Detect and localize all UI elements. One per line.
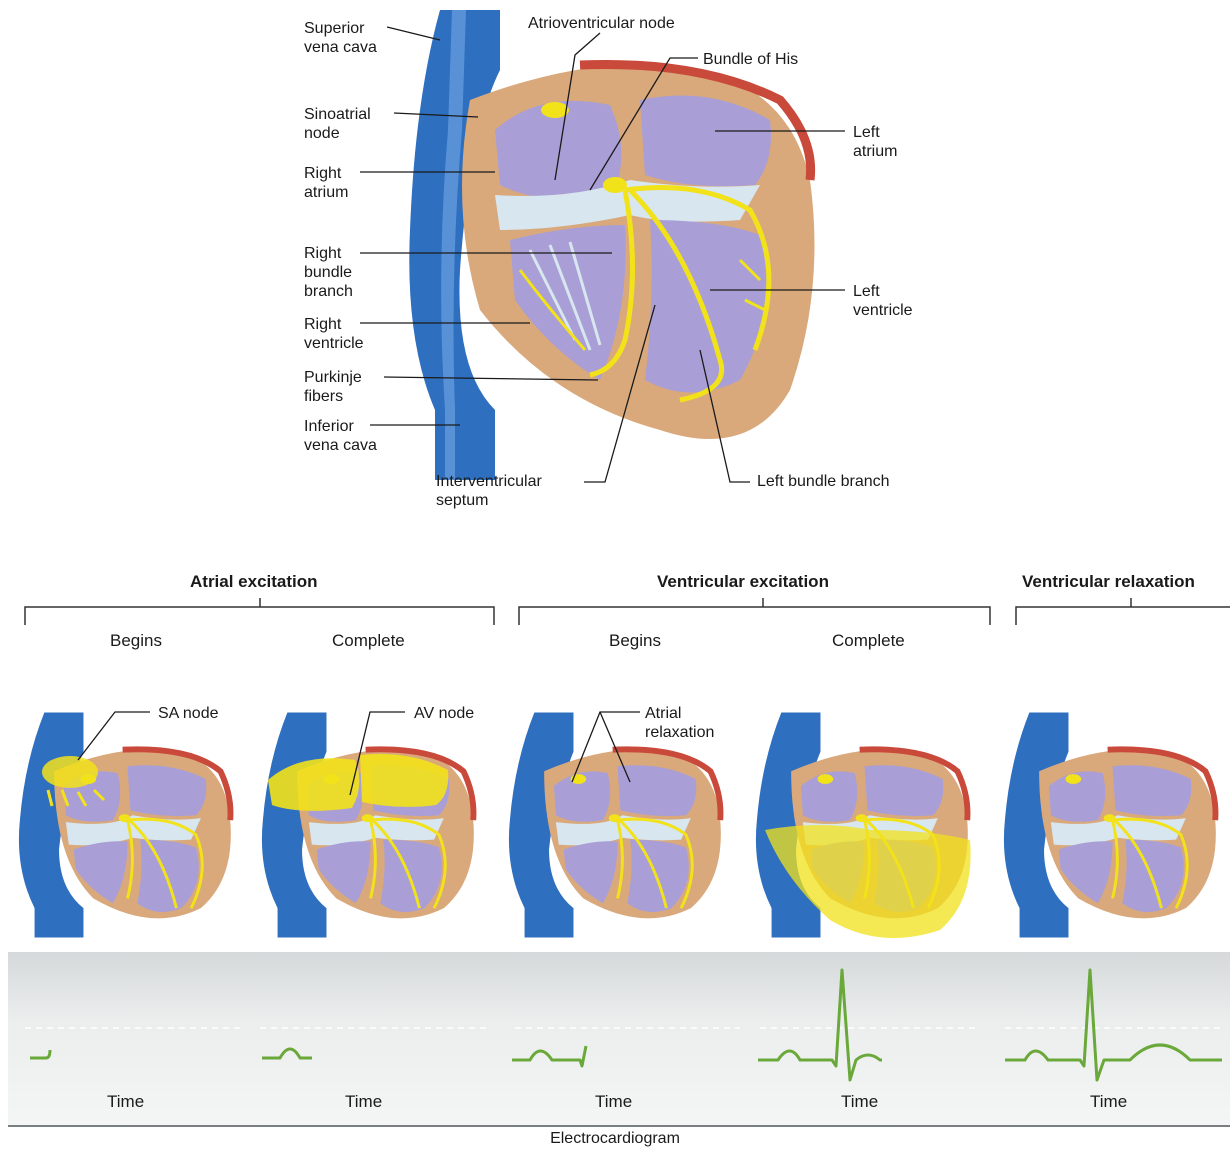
label-right-ventricle: Right ventricle — [304, 315, 364, 353]
subheader-ventricular-begins: Begins — [609, 631, 661, 651]
ecg-trace-3 — [512, 1046, 586, 1066]
ecg-trace-1 — [30, 1050, 50, 1058]
ecg-trace-2 — [262, 1049, 312, 1058]
ecg-title: Electrocardiogram — [0, 1130, 1230, 1148]
label-inferior-vena-cava: Inferior vena cava — [304, 417, 377, 455]
ecg-axis-rule — [8, 1125, 1230, 1127]
subheader-atrial-complete: Complete — [332, 631, 405, 651]
ecg-time-label-3: Time — [595, 1092, 632, 1112]
ecg-time-label-2: Time — [345, 1092, 382, 1112]
subheader-atrial-begins: Begins — [110, 631, 162, 651]
label-sinoatrial-node: Sinoatrial node — [304, 105, 371, 143]
label-bundle-of-his: Bundle of His — [703, 50, 798, 69]
ecg-time-label-1: Time — [107, 1092, 144, 1112]
label-purkinje-fibers: Purkinje fibers — [304, 368, 362, 406]
label-atrioventricular-node: Atrioventricular node — [528, 14, 675, 33]
ecg-trace-4 — [758, 970, 882, 1080]
label-left-ventricle: Left ventricle — [853, 282, 913, 320]
label-superior-vena-cava: Superior vena cava — [304, 19, 377, 57]
ecg-waveforms — [30, 970, 1222, 1080]
label-atrial-relaxation: Atrial relaxation — [645, 704, 714, 742]
label-right-bundle-branch: Right bundle branch — [304, 244, 353, 301]
header-ventricular-relaxation: Ventricular relaxation — [1022, 572, 1195, 592]
label-interventricular-septum: Interventricular septum — [436, 472, 542, 510]
subheader-ventricular-complete: Complete — [832, 631, 905, 651]
ecg-trace-5 — [1005, 970, 1222, 1080]
label-av-node: AV node — [414, 704, 474, 723]
header-atrial-excitation: Atrial excitation — [190, 572, 318, 592]
ecg-time-label-4: Time — [841, 1092, 878, 1112]
ecg-time-label-5: Time — [1090, 1092, 1127, 1112]
label-sa-node: SA node — [158, 704, 219, 723]
label-right-atrium: Right atrium — [304, 164, 348, 202]
header-ventricular-excitation: Ventricular excitation — [657, 572, 829, 592]
label-left-atrium: Left atrium — [853, 123, 897, 161]
label-left-bundle-branch: Left bundle branch — [757, 472, 890, 491]
